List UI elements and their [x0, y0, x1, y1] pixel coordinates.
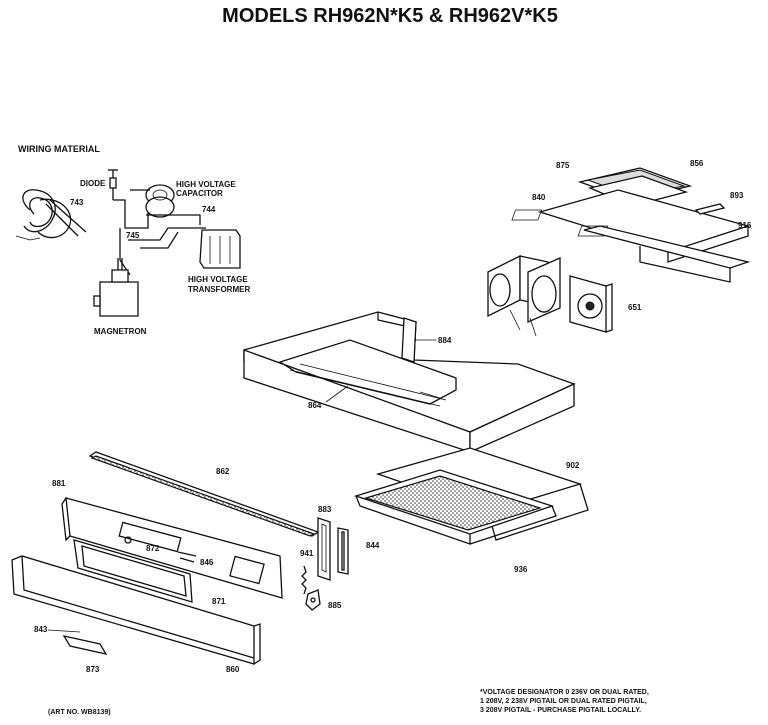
part-label-844: 844 [366, 541, 380, 550]
magnetron [93, 258, 139, 317]
high-voltage-transformer [199, 229, 241, 269]
part-label-864: 864 [308, 401, 322, 410]
part-label-862: 862 [216, 467, 230, 476]
wire-harness-743 [15, 189, 87, 241]
part-884-hood-body [243, 311, 576, 453]
part-844-bracket [337, 527, 349, 575]
vent-plate-assembly [511, 167, 751, 283]
part-label-860: 860 [226, 665, 240, 674]
part-881-control-panel [61, 497, 283, 599]
hv-capacitor-label-2: CAPACITOR [176, 189, 223, 198]
part-label-881: 881 [52, 479, 66, 488]
high-voltage-capacitor [145, 184, 175, 218]
part-label-936: 936 [514, 565, 528, 574]
part-label-872: 872 [146, 544, 160, 553]
part-label-744: 744 [202, 205, 216, 214]
part-label-846: 846 [200, 558, 214, 567]
part-885-latch [305, 589, 321, 611]
part-label-856: 856 [690, 159, 704, 168]
part-916 [583, 225, 751, 269]
part-893 [694, 203, 726, 215]
part-883-light-lens [317, 517, 331, 581]
part-label-893: 893 [730, 191, 744, 200]
part-label-916: 916 [738, 221, 752, 230]
part-label-875: 875 [556, 161, 570, 170]
part-label-651: 651 [628, 303, 642, 312]
hv-capacitor-label-1: HIGH VOLTAGE [176, 180, 236, 189]
voltage-note-line-3: 3 208V PIGTAIL - PURCHASE PIGTAIL LOCALL… [480, 707, 641, 714]
part-label-941: 941 [300, 549, 314, 558]
diode [108, 169, 118, 200]
part-941-spring [301, 565, 307, 595]
voltage-note-line-1: *VOLTAGE DESIGNATOR 0 236V OR DUAL RATED… [480, 689, 649, 696]
part-label-883: 883 [318, 505, 332, 514]
diode-label: DIODE [80, 179, 106, 188]
art-number: (ART NO. WB8139) [48, 709, 111, 716]
magnetron-label: MAGNETRON [94, 327, 147, 336]
hv-transformer-label-2: TRANSFORMER [188, 285, 250, 294]
part-label-873: 873 [86, 665, 100, 674]
hv-transformer-label-1: HIGH VOLTAGE [188, 275, 248, 284]
part-873-clip [47, 629, 108, 655]
part-label-884: 884 [438, 336, 452, 345]
wiring-material-section: WIRING MATERIAL 743 DIODE HIGH VOLTAGE C… [15, 144, 250, 336]
part-651-blower [487, 254, 613, 337]
part-label-902: 902 [566, 461, 580, 470]
part-label-871: 871 [212, 597, 226, 606]
part-label-745: 745 [126, 231, 140, 240]
wiring-heading: WIRING MATERIAL [18, 144, 100, 154]
part-label-743: 743 [70, 198, 84, 207]
part-860-front-trim [11, 555, 261, 665]
voltage-note-line-2: 1 208V, 2 238V PIGTAIL OR DUAL RATED PIG… [480, 698, 647, 705]
part-936-grease-filter [353, 469, 557, 545]
part-label-840: 840 [532, 193, 546, 202]
part-871-window [73, 539, 193, 603]
page-title: MODELS RH962N*K5 & RH962V*K5 [222, 5, 558, 27]
part-label-885: 885 [328, 601, 342, 610]
part-label-843: 843 [34, 625, 48, 634]
